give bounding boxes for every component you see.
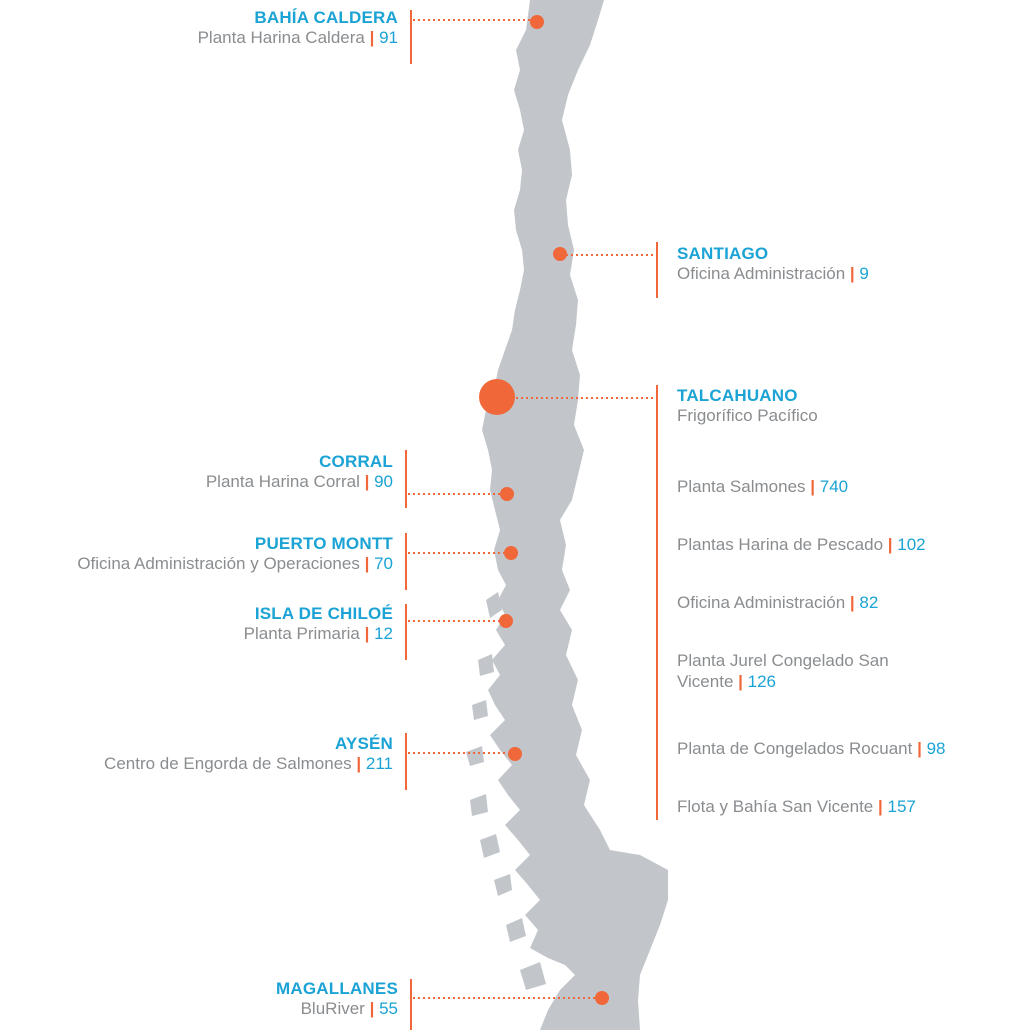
island: [506, 918, 526, 942]
label-isla-de-chiloe: ISLA DE CHILOÉ Planta Primaria | 12: [244, 604, 393, 644]
marker-bahia-caldera: [530, 15, 544, 29]
label-magallanes: MAGALLANES BluRiver | 55: [276, 979, 398, 1019]
location-desc: Oficina Administración | 9: [677, 264, 869, 283]
marker-corral: [500, 487, 514, 501]
leader-lines: [405, 10, 658, 1030]
marker-santiago: [553, 247, 567, 261]
label-talcahuano: TALCAHUANO Frigorífico Pacífico: [677, 386, 818, 426]
island: [470, 794, 488, 816]
marker-isla-de-chiloe: [499, 614, 513, 628]
location-desc: Planta Harina Corral | 90: [205, 472, 393, 491]
mainland-shape: [482, 0, 668, 1030]
location-name: MAGALLANES: [276, 979, 398, 998]
label-santiago: SANTIAGO Oficina Administración | 9: [677, 244, 869, 284]
talcahuano-item: Planta Salmones | 740: [677, 477, 849, 496]
label-corral: CORRAL Planta Harina Corral | 90: [206, 452, 393, 492]
talcahuano-item: Flota y Bahía San Vicente | 157: [677, 797, 916, 816]
island: [466, 746, 484, 766]
location-desc: Planta Harina Caldera | 91: [197, 28, 398, 47]
talcahuano-item: Plantas Harina de Pescado | 102: [677, 535, 926, 554]
location-name: PUERTO MONTT: [254, 534, 393, 553]
location-name: CORRAL: [319, 452, 393, 471]
label-aysen: AYSÉN Centro de Engorda de Salmones | 21…: [104, 734, 393, 774]
island: [520, 962, 546, 990]
location-desc: BluRiver | 55: [300, 999, 398, 1018]
marker-aysen: [508, 747, 522, 761]
location-name: TALCAHUANO: [677, 386, 798, 405]
label-bahia-caldera: BAHÍA CALDERA Planta Harina Caldera | 91: [198, 8, 398, 48]
marker-talcahuano: [479, 379, 515, 415]
location-desc: Planta Primaria | 12: [243, 624, 393, 643]
island: [472, 700, 488, 720]
talcahuano-item: Planta de Congelados Rocuant | 98: [677, 739, 946, 758]
location-desc: Oficina Administración y Operaciones | 7…: [77, 554, 393, 573]
island: [494, 874, 512, 896]
location-name: SANTIAGO: [677, 244, 769, 263]
marker-puerto-montt: [504, 546, 518, 560]
island: [486, 592, 502, 618]
talcahuano-item: Oficina Administración | 82: [677, 593, 879, 612]
location-desc: Centro de Engorda de Salmones | 211: [104, 754, 393, 773]
location-name: AYSÉN: [334, 734, 393, 753]
location-name: BAHÍA CALDERA: [254, 8, 398, 27]
location-desc: Frigorífico Pacífico: [677, 406, 818, 425]
island: [478, 654, 494, 676]
island: [480, 834, 500, 858]
marker-magallanes: [595, 991, 609, 1005]
island: [556, 994, 578, 1018]
label-puerto-montt: PUERTO MONTT Oficina Administración y Op…: [77, 534, 393, 574]
talcahuano-item: Planta Jurel Congelado San Vicente | 126: [677, 651, 889, 691]
location-name: ISLA DE CHILOÉ: [254, 604, 393, 623]
chile-landmass: [466, 0, 668, 1030]
